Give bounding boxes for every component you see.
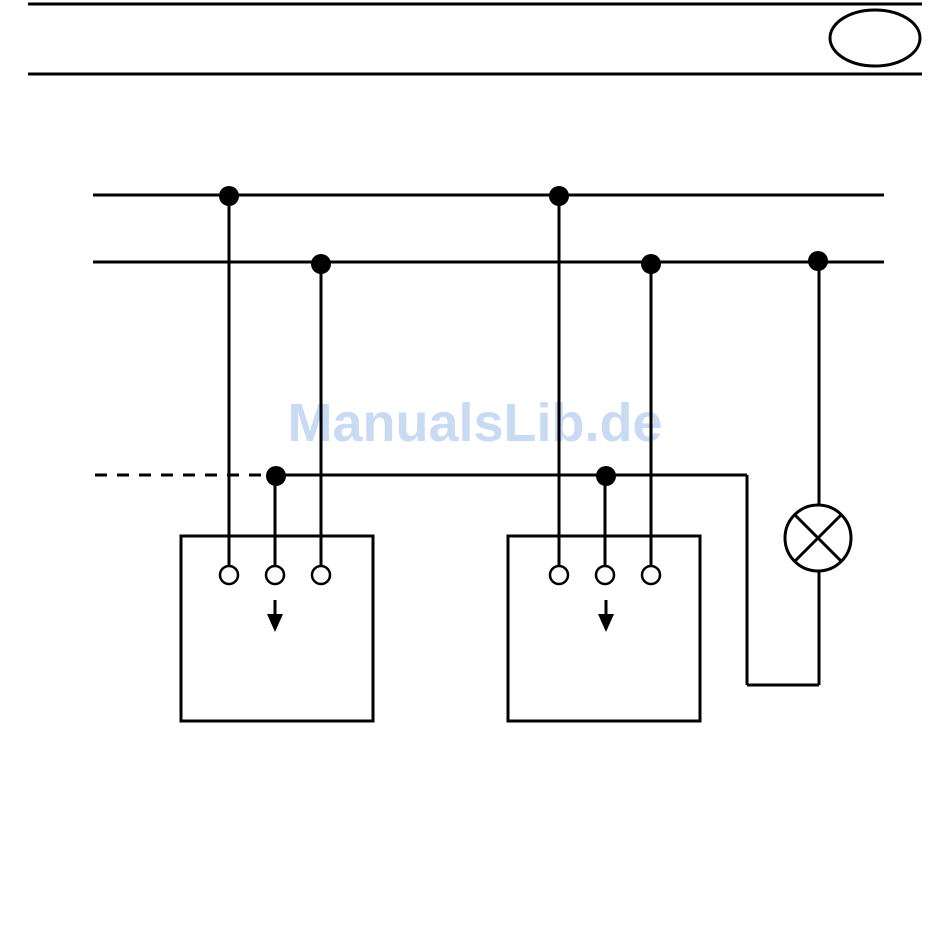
watermark: ManualsLib.de bbox=[287, 393, 662, 453]
junction-dot bbox=[549, 186, 569, 206]
arrow-down-icon bbox=[598, 614, 614, 632]
switch-1-terminal bbox=[266, 566, 284, 584]
switch-2-terminal bbox=[596, 566, 614, 584]
switch-1-terminal bbox=[312, 566, 330, 584]
arrow-down-icon bbox=[267, 614, 283, 632]
junction-dot bbox=[641, 254, 661, 274]
switch-2-terminal bbox=[550, 566, 568, 584]
header-badge-oval bbox=[830, 10, 920, 66]
switch-1-box bbox=[181, 536, 373, 721]
junction-dot bbox=[311, 254, 331, 274]
junction-dot bbox=[596, 466, 616, 486]
junction-dot bbox=[808, 251, 828, 271]
switch-1-terminal bbox=[220, 566, 238, 584]
junction-dot bbox=[266, 466, 286, 486]
switch-1 bbox=[181, 536, 373, 721]
switch-2-terminal bbox=[642, 566, 660, 584]
junction-dot bbox=[219, 186, 239, 206]
lamp-icon bbox=[785, 505, 851, 571]
